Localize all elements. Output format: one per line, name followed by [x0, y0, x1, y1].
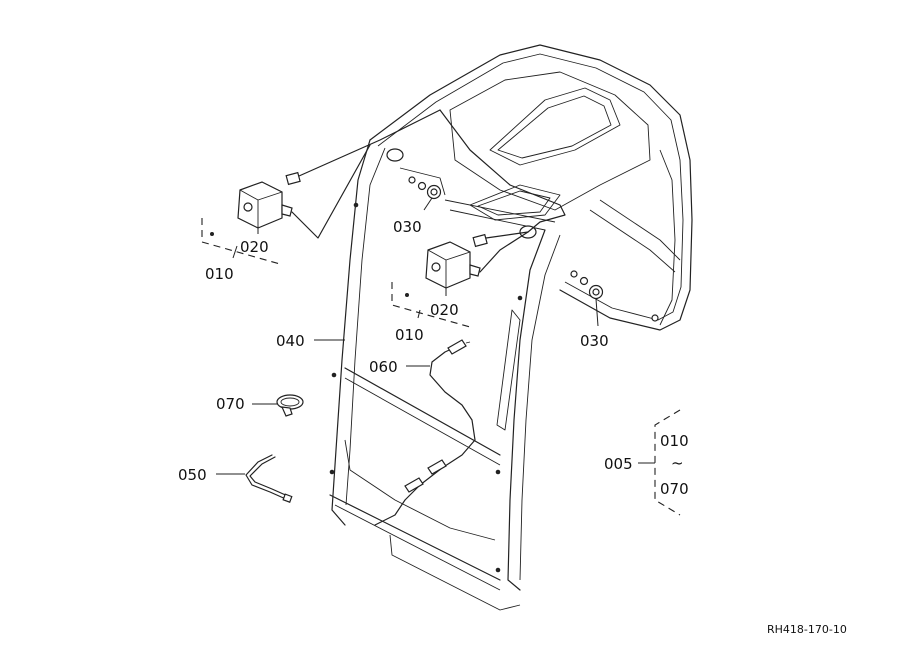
callout-020-left: 020 — [240, 238, 269, 256]
leader-lines — [216, 197, 655, 475]
callout-030-upper: 030 — [393, 218, 422, 236]
callout-005: 005 — [604, 455, 633, 473]
clamp — [276, 394, 304, 417]
set-range-end: 070 — [660, 480, 689, 498]
nut-upper — [399, 167, 446, 200]
callout-010-right: 010 — [395, 326, 424, 344]
group-bracket-left — [201, 218, 281, 265]
reference-code: RH418-170-10 — [767, 623, 847, 636]
nut-right — [570, 270, 604, 300]
callout-050: 050 — [178, 466, 207, 484]
callout-030-right: 030 — [580, 332, 609, 350]
callout-070: 070 — [216, 395, 245, 413]
callouts: 020 010 030 020 010 030 040 060 070 050 … — [178, 218, 847, 636]
canopy-frame — [329, 44, 693, 611]
callout-040: 040 — [276, 332, 305, 350]
set-range-start: 010 — [660, 432, 689, 450]
wire-harness — [374, 339, 476, 526]
group-bracket-right — [391, 282, 471, 328]
callout-010-left: 010 — [205, 265, 234, 283]
callout-020-right: 020 — [430, 301, 459, 319]
callout-060: 060 — [369, 358, 398, 376]
cable-tie — [245, 454, 293, 503]
lamp-left — [210, 109, 441, 239]
set-range-symbol: ~ — [671, 454, 684, 472]
lamp-right — [405, 109, 566, 297]
